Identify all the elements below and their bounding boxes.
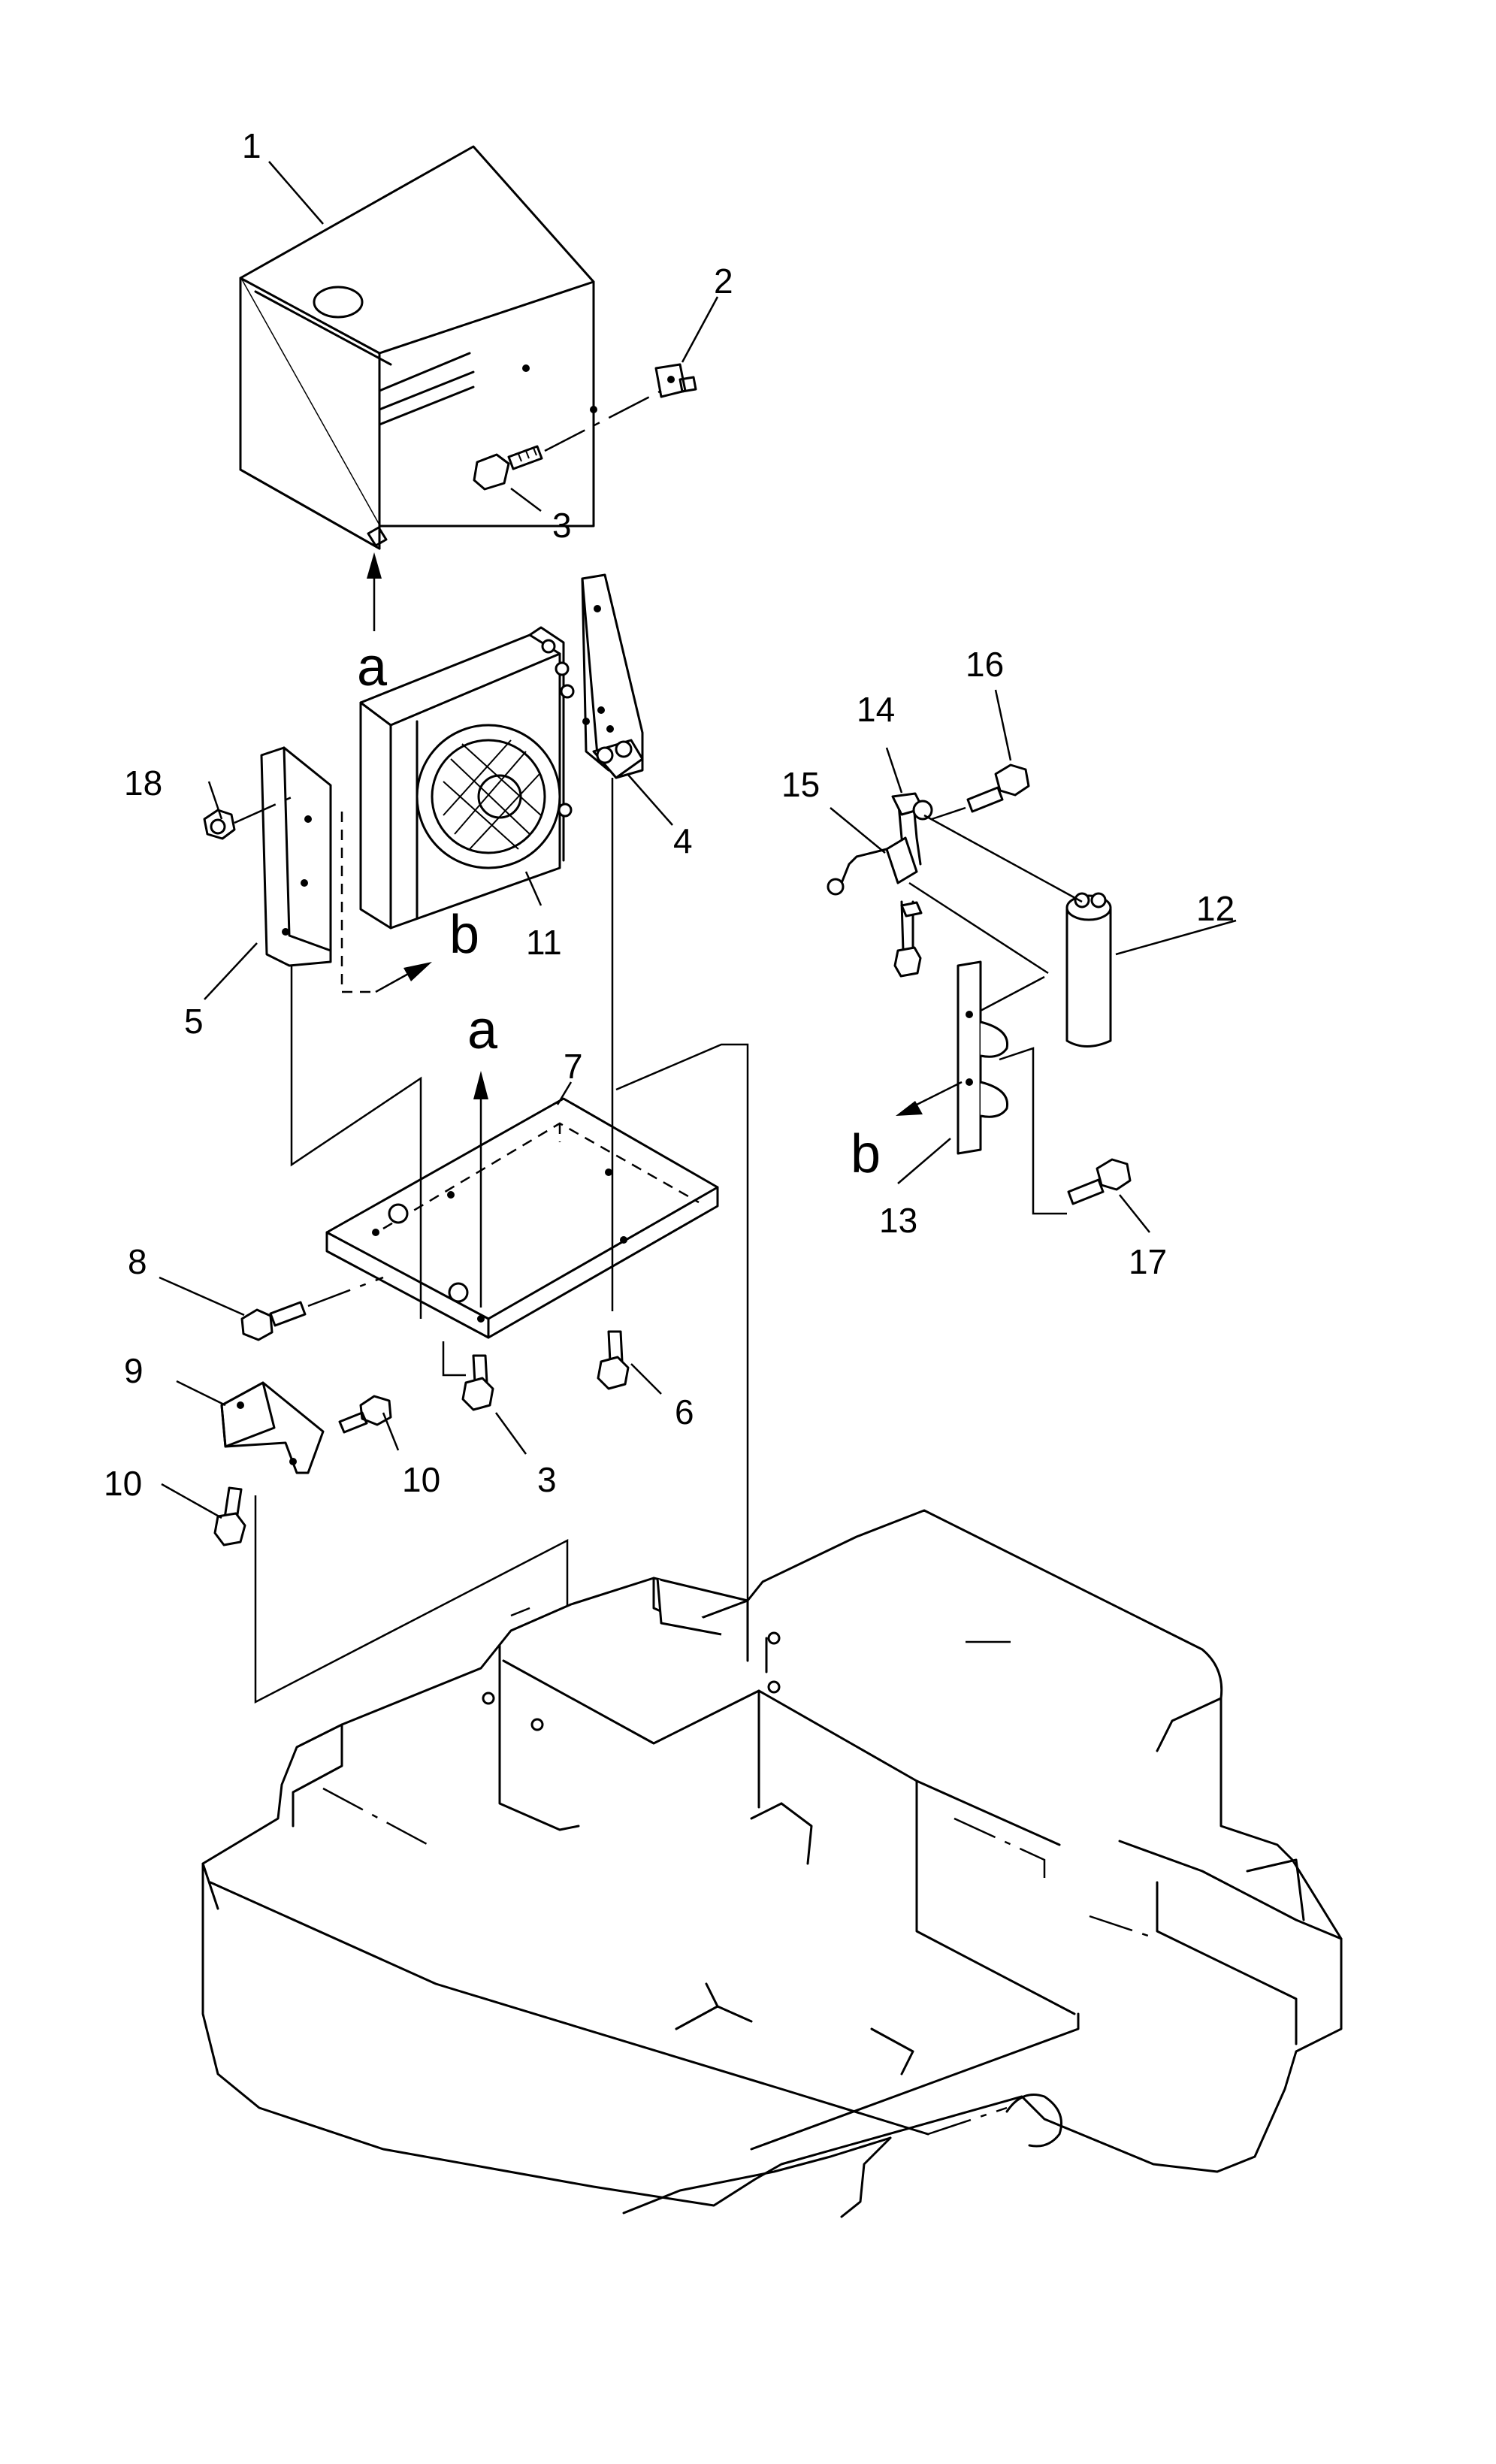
- clamp-bracket-part: [957, 960, 1009, 1155]
- bolt-6-part: [597, 1330, 630, 1390]
- radiator-fan-part: [359, 626, 575, 930]
- assembly-chain-line: [234, 795, 294, 824]
- assembly-routing-lines: [923, 814, 1083, 903]
- view-arrow-b-right: [896, 1081, 963, 1116]
- assembly-routing-lines: [1032, 1161, 1067, 1215]
- callout-2: 2: [714, 262, 733, 301]
- bolt-upper-part: [473, 445, 543, 491]
- callout-11: 11: [526, 923, 562, 962]
- callout-10-right: 10: [402, 1460, 440, 1499]
- callout-7: 7: [564, 1047, 583, 1086]
- view-arrow-a-upper: [367, 552, 382, 631]
- callout-10-left: 10: [104, 1464, 142, 1503]
- bolt-16-part: [966, 763, 1030, 813]
- callout-1: 1: [242, 126, 261, 165]
- tube-fitting-part: [891, 792, 933, 978]
- callout-12: 12: [1196, 889, 1235, 928]
- view-marker-a-lower: a: [467, 1000, 498, 1060]
- assembly-routing-lines: [908, 881, 1049, 975]
- callout-4: 4: [673, 821, 693, 860]
- callout-9: 9: [124, 1351, 144, 1390]
- callout-8: 8: [128, 1242, 147, 1281]
- view-marker-b-left: b: [449, 905, 479, 965]
- view-marker-b-right: b: [851, 1124, 881, 1184]
- callout-6: 6: [675, 1392, 694, 1432]
- callout-13: 13: [879, 1201, 917, 1240]
- machine-base-frame: [201, 1509, 1343, 2218]
- bolt-17-part: [1067, 1158, 1132, 1205]
- base-plate-part: [325, 1097, 719, 1339]
- side-bracket-part: [260, 746, 332, 967]
- bracket-clip-part: [654, 363, 697, 398]
- assembly-chain-line: [307, 1276, 384, 1308]
- mounting-tab-part: [827, 836, 918, 896]
- assembly-chain-line: [931, 806, 966, 821]
- bolt-10-right-part: [338, 1395, 392, 1434]
- filter-canister-part: [1065, 892, 1112, 1048]
- support-bracket-part: [581, 573, 644, 779]
- callout-16: 16: [966, 645, 1004, 684]
- view-marker-a-upper: a: [357, 637, 388, 697]
- bolt-8-part: [240, 1301, 307, 1341]
- callout-5: 5: [184, 1002, 204, 1041]
- callout-leaders: [159, 161, 1237, 1519]
- callout-14: 14: [857, 690, 895, 729]
- callout-labels: 1 2 3 4 5 6 7 8 9 10 11 12 13 14 15 16 1…: [104, 126, 1235, 1503]
- view-arrow-a-lower: [473, 1071, 488, 1308]
- callout-17: 17: [1129, 1242, 1167, 1281]
- callout-3-upper: 3: [552, 506, 572, 545]
- bolt-lower-part: [461, 1354, 494, 1411]
- bolt-10-left-part: [213, 1486, 246, 1546]
- view-arrow-b-left: [340, 812, 432, 993]
- assembly-routing-lines: [999, 1047, 1035, 1161]
- cover-part: [239, 145, 597, 550]
- lower-bracket-part: [220, 1381, 325, 1474]
- assembly-chain-line: [544, 389, 662, 452]
- callout-18: 18: [124, 763, 162, 803]
- callout-15: 15: [781, 765, 820, 804]
- assembly-routing-lines: [980, 975, 1045, 1012]
- callout-3-lower: 3: [537, 1460, 557, 1499]
